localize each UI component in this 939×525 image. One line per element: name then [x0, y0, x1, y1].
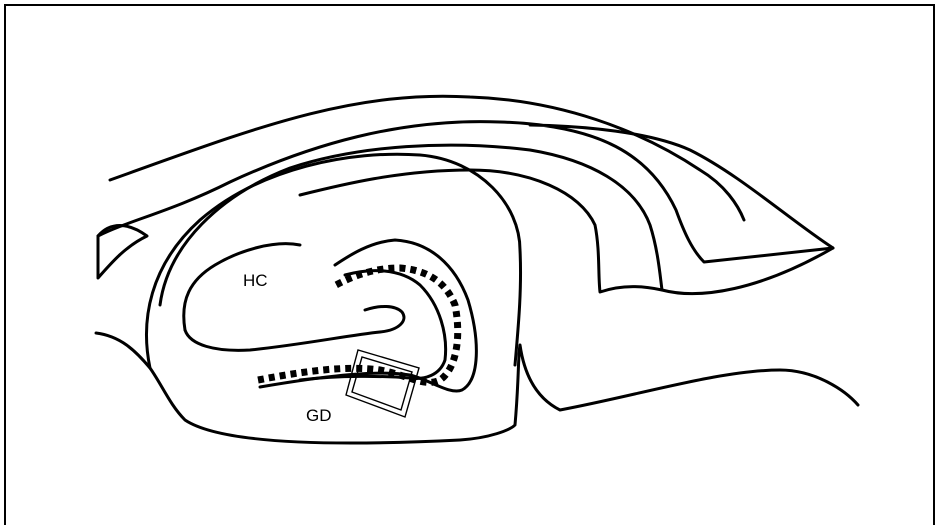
upper-flap-curve	[98, 122, 833, 262]
right-tail	[662, 248, 833, 294]
top-outer-curve	[110, 96, 744, 220]
label-hc: HC	[243, 271, 268, 290]
label-gd: GD	[306, 406, 332, 425]
inner-flap-curve	[160, 145, 662, 305]
dentate-dotted-layer	[258, 268, 458, 382]
hc-inner-loop	[185, 306, 404, 350]
hc-inner-curve	[184, 244, 300, 330]
c-neck-curve	[300, 271, 446, 380]
